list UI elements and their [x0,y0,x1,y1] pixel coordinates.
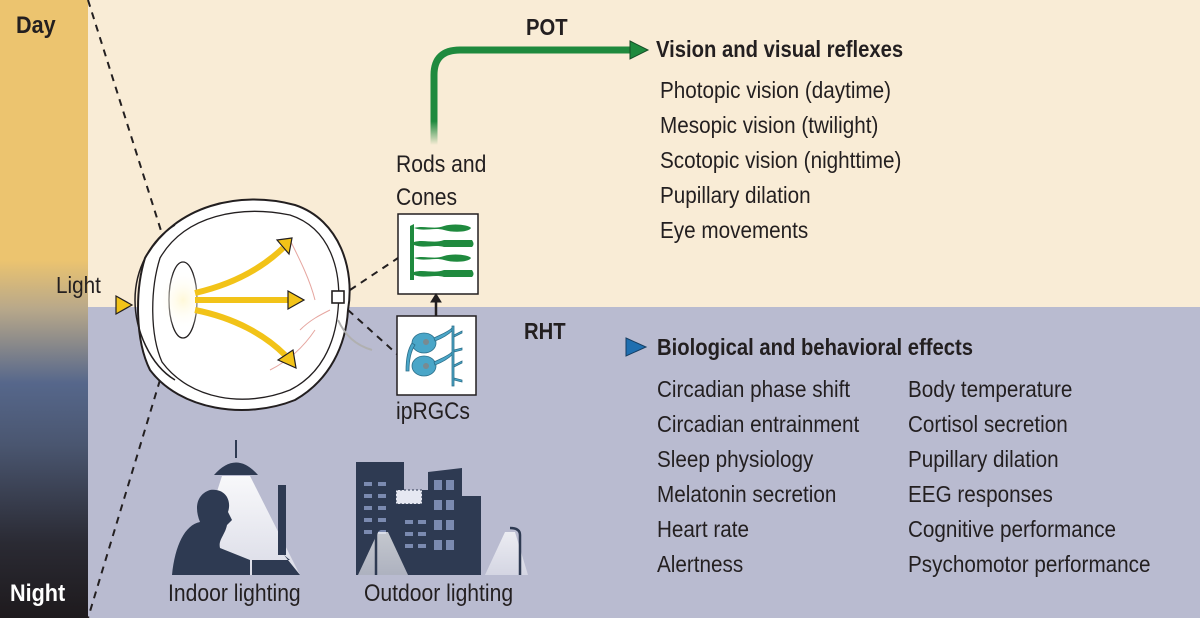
rods-cones-icon [410,224,474,280]
pot-effect-item: Pupillary dilation [660,182,811,208]
rht-pathway-arrow [480,337,648,357]
ceiling-lamp-icon [214,462,258,475]
indoor-lighting-illustration [172,440,300,575]
rht-arrowhead-icon [625,337,648,357]
light-arrows [44,237,306,370]
rht-effects-list-col1: Circadian phase shift Circadian entrainm… [657,372,887,582]
rods-cones-label-line1: Rods and [396,151,487,178]
rht-effect-item: Body temperature [908,376,1073,402]
pot-effect-item: Photopic vision (daytime) [660,77,892,103]
person-silhouette-icon [172,489,250,575]
pot-pathway-arrow [430,40,650,145]
iprgc-box [396,315,477,396]
day-night-gradient-bar [0,0,88,618]
eye-illustration [134,198,373,411]
pot-effect-item: Scotopic vision (nighttime) [660,147,902,173]
rht-effect-item: EEG responses [908,481,1053,507]
rht-effect-item: Pupillary dilation [908,446,1059,472]
iprgc-label: ipRGCs [396,398,470,425]
billboard-icon [395,489,423,505]
rht-effect-item: Alertness [657,551,744,577]
rht-label: RHT [524,318,566,344]
day-label: Day [16,12,56,39]
rods-cones-box [397,213,479,295]
rht-effect-item: Heart rate [657,516,749,542]
street-lamp-left-icon [374,526,387,575]
pot-effect-item: Mesopic vision (twilight) [660,112,879,138]
rht-target-heading: Biological and behavioral effects [657,334,974,360]
pot-effects-list: Photopic vision (daytime) Mesopic vision… [660,73,934,248]
pot-target-heading: Vision and visual reflexes [656,36,904,62]
rods-cones-label-line2: Cones [396,184,458,211]
outdoor-lighting-illustration [356,462,528,575]
street-lamp-right-icon [509,526,522,575]
iprgc-neuron-icon [405,325,463,387]
indoor-lighting-label: Indoor lighting [168,580,301,607]
rht-effect-item: Cognitive performance [908,516,1117,542]
rht-effect-item: Melatonin secretion [657,481,837,507]
pot-label: POT [526,14,568,40]
outdoor-lighting-label: Outdoor lighting [364,580,514,607]
perspective-lines [87,0,399,618]
night-label: Night [10,580,66,607]
rht-effect-item: Cortisol secretion [908,411,1068,437]
rht-effect-item: Psychomotor performance [908,551,1151,577]
rht-effects-list-col2: Body temperature Cortisol secretion Pupi… [908,372,1184,582]
light-arrowhead-icon [115,294,134,316]
pot-arrowhead-icon [629,40,650,60]
pot-effect-item: Eye movements [660,217,809,243]
light-label: Light [56,272,101,298]
rht-effect-item: Circadian phase shift [657,376,851,402]
rht-effect-item: Sleep physiology [657,446,814,472]
rht-effect-item: Circadian entrainment [657,411,860,437]
